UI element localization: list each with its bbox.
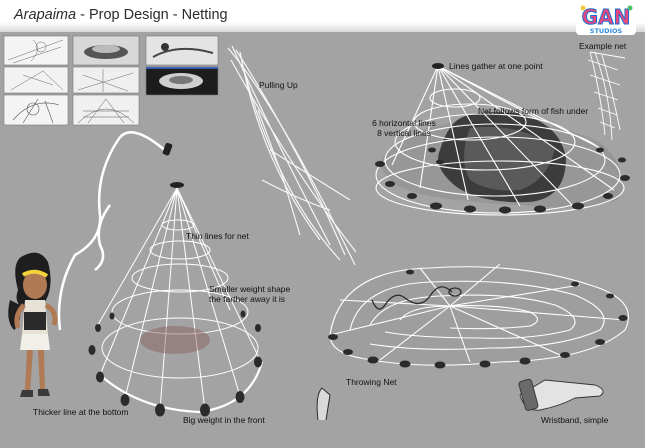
- fish-silhouette: [140, 326, 210, 354]
- hanging-net: [57, 131, 264, 417]
- landed-net: [375, 63, 630, 216]
- logo-wordmark: GAN: [582, 5, 631, 29]
- label-thicker-line: Thicker line at the bottom: [33, 407, 129, 417]
- storyboard-panel-4: [3, 66, 69, 94]
- label-net-follows: Net follows form of fish under: [478, 106, 589, 116]
- label-throwing-net: Throwing Net: [346, 377, 397, 387]
- storyboard-panel-8: [72, 94, 140, 126]
- storyboard-panel-2: [72, 35, 140, 66]
- label-thin-lines: Thin lines for net: [186, 231, 249, 241]
- headband: [21, 269, 49, 278]
- label-horizontal-lines: 6 horizontal lines: [372, 118, 436, 128]
- storyboard-thumbnails: [3, 35, 219, 126]
- wristband: [518, 378, 539, 411]
- storyboard-panel-6: [145, 66, 219, 96]
- studio-logo: GAN STUDIOS: [576, 3, 636, 35]
- header-bar: Arapaima - Prop Design - Netting: [0, 0, 645, 32]
- example-net: [587, 51, 626, 141]
- logo-subtext: STUDIOS: [590, 27, 623, 35]
- throwing-hand: [316, 387, 331, 421]
- label-smaller-weight-line1: Smaller weight shape: [209, 284, 291, 294]
- label-line-count: 6 horizontal lines 8 vertical lines: [369, 118, 439, 138]
- label-lines-gather: Lines gather at one point: [449, 61, 543, 71]
- storyboard-panel-7: [3, 94, 69, 126]
- label-pulling-up: Pulling Up: [259, 80, 298, 90]
- page-title: Arapaima - Prop Design - Netting: [14, 7, 228, 23]
- label-smaller-weight: Smaller weight shape the farther away it…: [209, 284, 290, 304]
- throwing-net: [316, 263, 630, 421]
- title-project-name: Arapaima: [14, 7, 77, 23]
- label-big-weight: Big weight in the front: [183, 415, 265, 425]
- character-girl: [8, 252, 58, 397]
- title-subtitle: - Prop Design - Netting: [76, 7, 228, 23]
- wristband-sketch: [518, 378, 604, 411]
- label-vertical-lines: 8 vertical lines: [377, 128, 431, 138]
- pulling-up-net: [227, 45, 357, 266]
- label-wristband: Wristband, simple: [541, 415, 609, 425]
- label-example-net: Example net: [579, 41, 627, 51]
- storyboard-panel-3: [145, 35, 219, 66]
- storyboard-panel-1: [3, 35, 69, 66]
- label-smaller-weight-line2: the farther away it is: [209, 294, 286, 304]
- storyboard-panel-5: [72, 66, 140, 94]
